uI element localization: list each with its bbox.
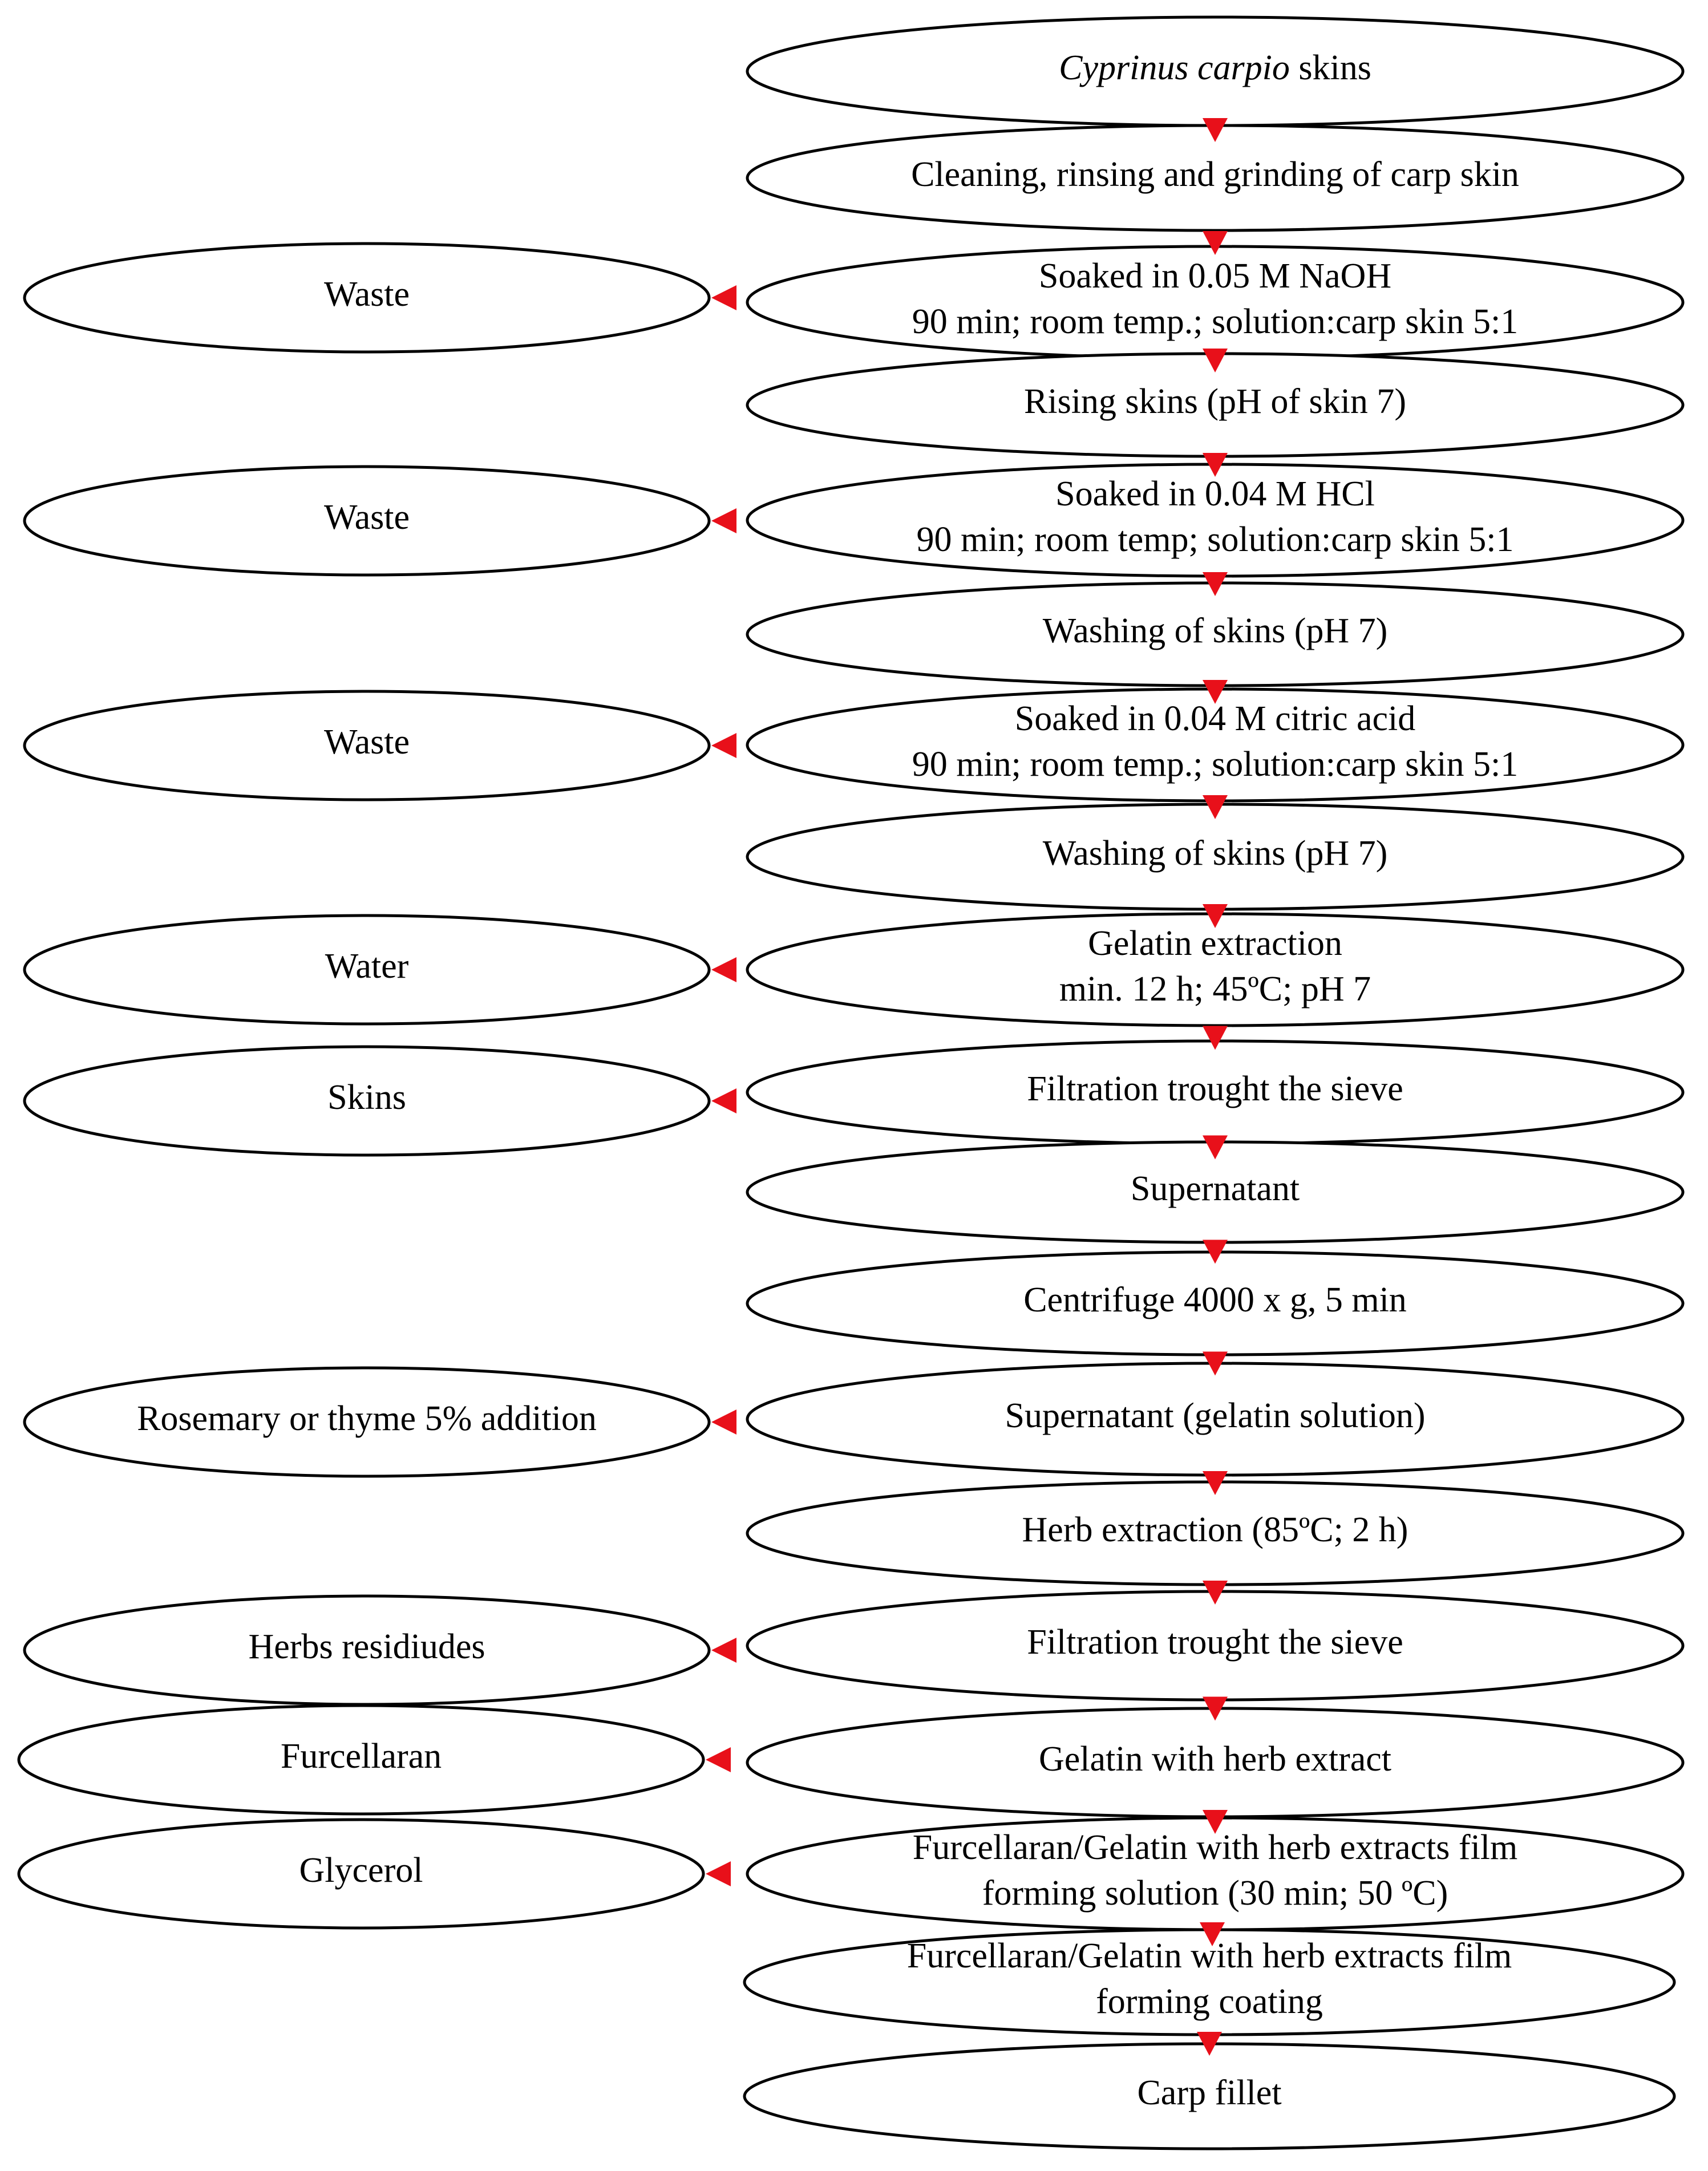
down-arrow-icon xyxy=(1197,2032,1222,2056)
side-node-outline xyxy=(23,1045,711,1157)
side-node-2: Waste xyxy=(23,465,711,577)
step-label: Centrifuge 4000 x g, 5 min xyxy=(1023,1281,1407,1319)
step-label: Rising skins (pH of skin 7) xyxy=(1024,382,1406,421)
down-arrow-icon xyxy=(1203,231,1228,255)
down-arrow-icon xyxy=(1203,1026,1228,1050)
side-node-outline xyxy=(17,1704,705,1816)
side-node-outline xyxy=(23,1366,711,1478)
side-node-5: Skins xyxy=(23,1045,711,1157)
step-label: min. 12 h; 45ºC; pH 7 xyxy=(1059,970,1371,1008)
step-label: 90 min; room temp.; solution:carp skin 5… xyxy=(912,745,1519,784)
down-arrow-icon xyxy=(1203,1135,1228,1160)
side-node-3: Waste xyxy=(23,690,711,801)
side-node-label: Rosemary or thyme 5% addition xyxy=(137,1399,597,1438)
side-node-4: Water xyxy=(23,914,711,1026)
step-19: Carp fillet xyxy=(743,2042,1676,2150)
step-8: Washing of skins (pH 7) xyxy=(746,803,1685,911)
step-label: Supernatant xyxy=(1131,1169,1300,1208)
down-arrow-icon xyxy=(1203,1696,1228,1721)
left-arrow-icon xyxy=(711,733,736,758)
step-15: Filtration trought the sieve xyxy=(746,1590,1685,1702)
left-arrow-icon xyxy=(711,1088,736,1113)
step-4: Rising skins (pH of skin 7) xyxy=(746,352,1685,458)
left-arrow-icon xyxy=(706,1747,731,1772)
step-label: Herb extraction (85ºC; 2 h) xyxy=(1022,1510,1409,1549)
down-arrow-icon xyxy=(1203,118,1228,142)
down-arrow-icon xyxy=(1203,680,1228,704)
step-label: Gelatin with herb extract xyxy=(1039,1740,1391,1779)
side-node-8: Furcellaran xyxy=(17,1704,705,1816)
side-node-label: Glycerol xyxy=(299,1851,423,1890)
step-label: 90 min; room temp.; solution:carp skin 5… xyxy=(912,302,1519,341)
down-arrow-icon xyxy=(1203,453,1228,477)
step-1: Cyprinus carpio skins xyxy=(746,15,1685,127)
step-label: Furcellaran/Gelatin with herb extracts f… xyxy=(913,1828,1518,1867)
step-label: Cleaning, rinsing and grinding of carp s… xyxy=(911,155,1519,194)
left-arrow-icon xyxy=(711,285,736,310)
left-arrow-icon xyxy=(711,1638,736,1663)
step-label: Soaked in 0.04 M HCl xyxy=(1055,475,1375,513)
side-node-label: Herbs residiudes xyxy=(249,1627,485,1666)
step-5: Soaked in 0.04 M HCl 90 min; room temp; s… xyxy=(746,463,1685,578)
step-3: Soaked in 0.05 M NaOH 90 min; room temp.;… xyxy=(746,245,1685,360)
down-arrow-icon xyxy=(1203,349,1228,372)
left-arrow-icon xyxy=(711,957,736,982)
side-node-outline xyxy=(23,465,711,577)
side-node-6: Rosemary or thyme 5% addition xyxy=(23,1366,711,1478)
step-label: Furcellaran/Gelatin with herb extracts f… xyxy=(907,1937,1512,1975)
step-label: Soaked in 0.04 M citric acid xyxy=(1015,699,1416,738)
side-node-outline xyxy=(23,914,711,1026)
left-arrow-icon xyxy=(711,1409,736,1435)
step-17: Furcellaran/Gelatin with herb extracts f… xyxy=(746,1816,1685,1931)
side-node-label: Skins xyxy=(327,1078,406,1117)
step-label: Supernatant (gelatin solution) xyxy=(1005,1396,1426,1435)
step-14: Herb extraction (85ºC; 2 h) xyxy=(746,1480,1685,1586)
down-arrow-icon xyxy=(1203,1810,1228,1834)
side-node-7: Herbs residiudes xyxy=(23,1594,711,1706)
step-label: Washing of skins (pH 7) xyxy=(1043,834,1388,873)
step-16: Gelatin with herb extract xyxy=(746,1707,1685,1818)
side-node-outline xyxy=(23,242,711,354)
down-arrow-icon xyxy=(1203,1471,1228,1495)
step-7: Soaked in 0.04 M citric acid 90 min; room… xyxy=(746,687,1685,803)
step-label: forming coating xyxy=(1096,1982,1323,2021)
side-node-1: Waste xyxy=(23,242,711,354)
step-label: Filtration trought the sieve xyxy=(1027,1070,1403,1108)
down-arrow-icon xyxy=(1203,572,1228,596)
step-12: Centrifuge 4000 x g, 5 min xyxy=(746,1250,1685,1356)
side-node-label: Waste xyxy=(324,723,410,762)
down-arrow-icon xyxy=(1203,795,1228,819)
side-node-label: Water xyxy=(325,947,409,986)
side-node-label: Waste xyxy=(324,275,410,314)
down-arrow-icon xyxy=(1200,1922,1225,1946)
step-label: Carp fillet xyxy=(1137,2073,1281,2112)
side-node-outline xyxy=(17,1818,705,1930)
step-label: Washing of skins (pH 7) xyxy=(1043,611,1388,650)
down-arrow-icon xyxy=(1203,1351,1228,1376)
down-arrow-icon xyxy=(1203,1240,1228,1264)
down-arrow-icon xyxy=(1203,904,1228,928)
step-10: Filtration trought the sieve xyxy=(746,1039,1685,1145)
side-node-label: Furcellaran xyxy=(281,1737,442,1776)
step-label: Cyprinus carpio skins xyxy=(1059,48,1371,87)
step-label: 90 min; room temp; solution:carp skin 5:… xyxy=(916,520,1513,559)
step-label: Filtration trought the sieve xyxy=(1027,1623,1403,1662)
side-node-outline xyxy=(23,690,711,801)
connectors xyxy=(706,118,1228,2056)
step-6: Washing of skins (pH 7) xyxy=(746,581,1685,687)
left-arrow-icon xyxy=(711,508,736,533)
step-9: Gelatin extraction min. 12 h; 45ºC; pH 7 xyxy=(746,912,1685,1027)
step-18: Furcellaran/Gelatin with herb extracts f… xyxy=(743,1928,1676,2036)
step-label: Soaked in 0.05 M NaOH xyxy=(1039,257,1391,295)
left-arrow-icon xyxy=(706,1861,731,1886)
side-node-label: Waste xyxy=(324,498,410,537)
down-arrow-icon xyxy=(1203,1581,1228,1605)
step-label: forming solution (30 min; 50 ºC) xyxy=(982,1874,1448,1913)
side-node-9: Glycerol xyxy=(17,1818,705,1930)
step-13: Supernatant (gelatin solution) xyxy=(746,1362,1685,1477)
step-label: Gelatin extraction xyxy=(1088,924,1342,963)
